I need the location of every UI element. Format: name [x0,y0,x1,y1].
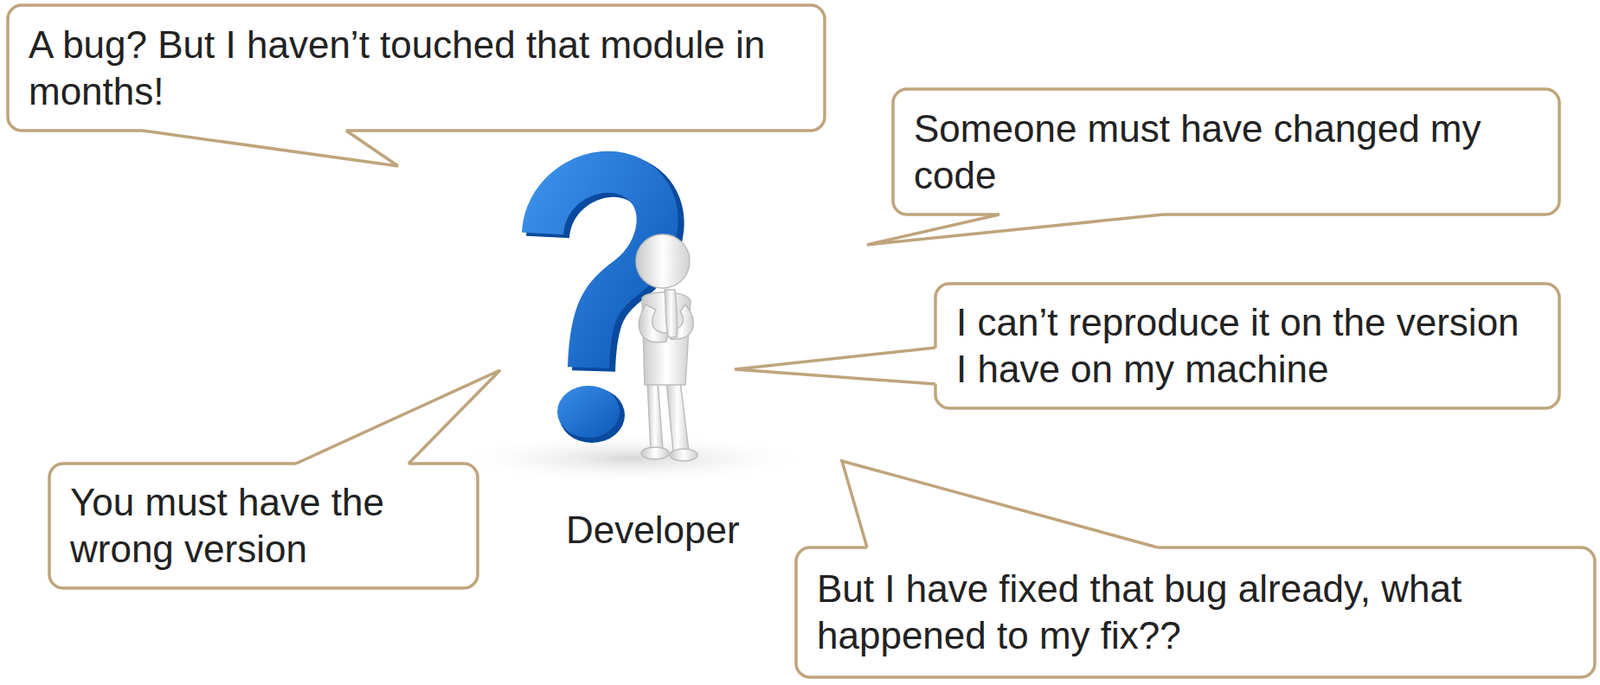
speech-bubble: But I have fixed that bug already, what … [796,547,1595,678]
bubble-outline [893,89,1560,215]
bubble-text: Someone must have changed my code [913,105,1539,200]
bubble-tail-fill [841,461,1158,552]
bubble-tail-fill [734,347,939,385]
bubble-tail-fill [295,370,501,468]
bubble-text: A bug? But I haven’t touched that module… [28,21,804,116]
bubble-text: You must have the wrong version [70,479,457,573]
bubble-outline [7,5,825,131]
bubble-tail-fill [142,127,399,167]
bubble-tail [295,370,501,464]
figure-caption: Developer [565,507,740,554]
bubble-outline [796,547,1595,678]
speech-bubble: You must have the wrong version [49,463,478,589]
person-figure [636,234,698,462]
bubble-text: I can’t reproduce it on the version I ha… [956,299,1539,393]
speech-bubble: Someone must have changed my code [893,89,1560,215]
bubble-tail [142,130,399,167]
speech-bubble: I can’t reproduce it on the version I ha… [935,283,1560,409]
bubble-tail [867,214,1164,245]
bubble-tail-fill [867,211,1164,245]
bubble-tail [734,347,936,385]
speech-bubble: A bug? But I haven’t touched that module… [7,5,825,131]
bubble-text: But I have fixed that bug already, what … [816,565,1575,660]
floor-shadow [449,432,814,485]
bubble-tail [841,461,1158,548]
bubble-outline [935,283,1560,409]
bubble-outline [49,463,478,589]
